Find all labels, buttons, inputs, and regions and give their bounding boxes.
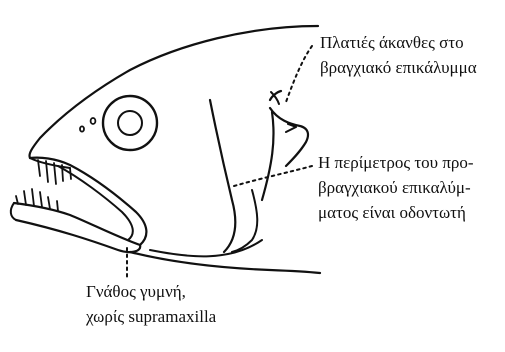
preopercle-edge (210, 100, 235, 252)
nostril-1 (91, 118, 96, 124)
opercle-outline (262, 91, 308, 200)
lower-jaw-chin (11, 203, 16, 220)
label-opercular-spines: Πλατιές άκανθες στο βραγχιακό επικάλυμμα (320, 30, 477, 80)
gill-membrane-line (150, 240, 262, 256)
label-line: ματος είναι οδοντωτή (318, 200, 474, 225)
eye-outer-ring (103, 96, 157, 150)
label-line: βραγχιακό επικάλυμμα (320, 55, 477, 80)
lower-teeth (16, 189, 58, 211)
leader-preopercle (234, 166, 312, 186)
maxilla (58, 166, 133, 240)
nostril-2 (80, 126, 84, 131)
leader-spines (286, 46, 312, 102)
label-naked-jaw: Γνάθος γυμνή, χωρίς supramaxilla (86, 279, 216, 329)
label-preopercle-serrated: Η περίμετρος του προ- βραγχιακού επικαλύ… (318, 150, 474, 225)
label-line: Πλατιές άκανθες στο (320, 30, 477, 55)
eye-inner-ring (118, 111, 142, 135)
label-line: Γνάθος γυμνή, (86, 279, 216, 304)
label-line: χωρίς supramaxilla (86, 304, 216, 329)
head-dorsal-outline (29, 26, 318, 158)
label-line: Η περίμετρος του προ- (318, 150, 474, 175)
label-line: βραγχιακού επικαλύμ- (318, 175, 474, 200)
